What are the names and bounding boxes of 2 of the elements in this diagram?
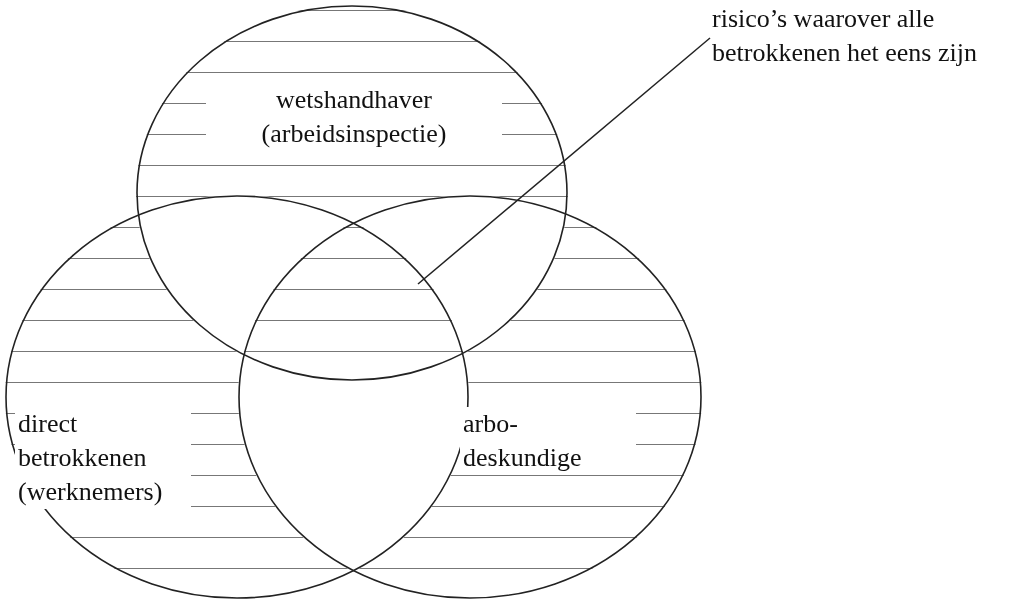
callout-text: risico’s waarover alle betrokkenen het eens zijn	[712, 2, 997, 70]
leader-line	[417, 37, 711, 285]
